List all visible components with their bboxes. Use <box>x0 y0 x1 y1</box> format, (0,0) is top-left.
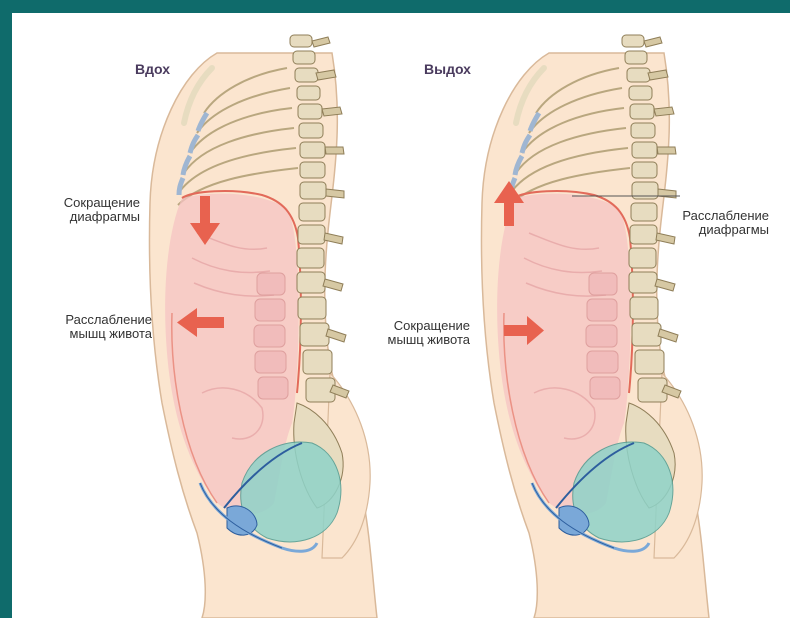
torso-inhale <box>150 35 378 618</box>
title-inhale: Вдох <box>135 61 170 77</box>
title-exhale: Выдох <box>424 61 471 77</box>
diagram-frame: Вдох Выдох Сокращение диафрагмы Расслабл… <box>12 13 790 618</box>
label-diaphragm-relaxation: Расслабление диафрагмы <box>657 209 769 237</box>
torso-exhale <box>482 35 710 618</box>
label-diaphragm-contraction: Сокращение диафрагмы <box>43 196 140 224</box>
label-abdomen-contraction: Сокращение мышц живота <box>360 319 470 347</box>
label-abdomen-relaxation: Расслабление мышц живота <box>38 313 152 341</box>
